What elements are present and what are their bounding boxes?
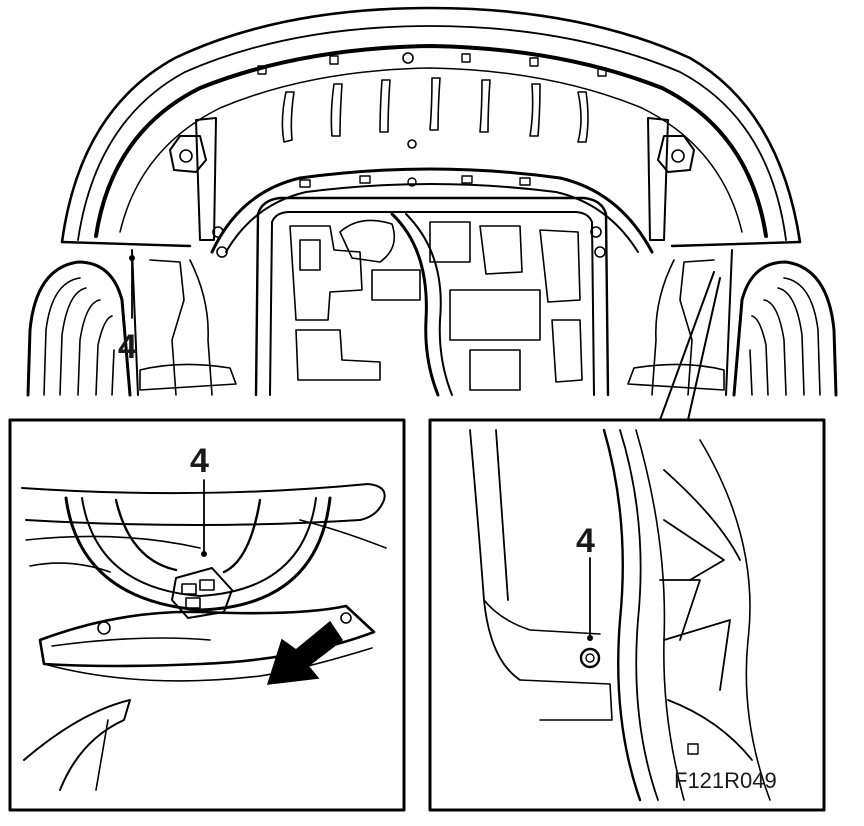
side-brackets — [169, 117, 695, 241]
main-callout-label: 4 — [118, 328, 137, 366]
detail-right-callout-label: 4 — [576, 522, 595, 560]
bumper-ribs — [257, 52, 607, 149]
detail-left-callout-label: 4 — [190, 442, 209, 480]
right-wheel — [732, 260, 838, 397]
direction-arrow — [266, 620, 344, 685]
figure-reference-code: F121R049 — [674, 768, 777, 793]
bumper-shell — [60, 6, 802, 248]
main-view: 4 — [26, 6, 838, 421]
main-callout-dot — [129, 255, 135, 261]
left-wheel — [26, 260, 132, 397]
detail-right-leader-2 — [687, 277, 721, 421]
subframe — [210, 167, 654, 397]
detail-right-panel: 4 F121R049 — [428, 418, 826, 812]
detail-left-panel: 4 — [8, 418, 406, 812]
detail-right-leader — [659, 271, 715, 421]
fastener — [579, 647, 601, 669]
wheel-arch-structure — [131, 226, 733, 396]
